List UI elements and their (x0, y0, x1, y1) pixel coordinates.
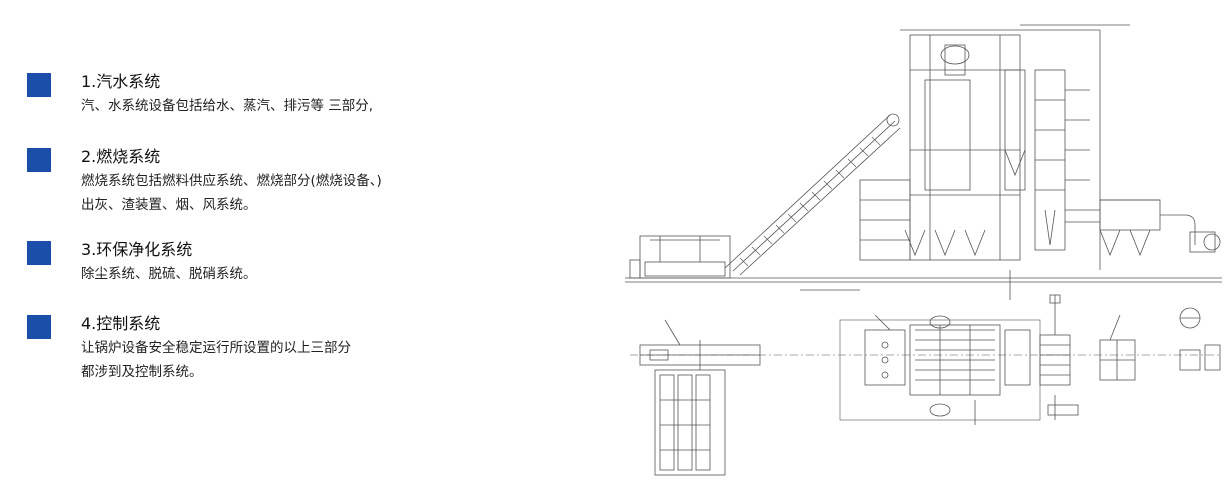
plan-view (630, 294, 1222, 476)
list-item-text: 2.燃烧系统 燃烧系统包括燃料供应系统、燃烧部分(燃烧设备、) 出灰、渣装置、烟… (81, 145, 382, 217)
item-desc-line: 汽、水系统设备包括给水、蒸汽、排污等 三部分, (81, 98, 374, 114)
item-title: 1.汽水系统 (81, 72, 161, 91)
item-desc-line: 燃烧系统包括燃料供应系统、燃烧部分(燃烧设备、) (81, 173, 382, 189)
list-item-text: 3.环保净化系统 除尘系统、脱硫、脱硝系统。 (81, 238, 257, 286)
list-item-text: 4.控制系统 让锅炉设备安全稳定运行所设置的以上三部分 都涉到及控制系统。 (81, 312, 351, 384)
list-item-text: 1.汽水系统 汽、水系统设备包括给水、蒸汽、排污等 三部分, (81, 70, 373, 118)
item-title: 2.燃烧系统 (81, 147, 161, 166)
square-bullet-icon (27, 73, 51, 97)
item-desc-line: 除尘系统、脱硫、脱硝系统。 (81, 266, 257, 282)
item-desc-line: 都涉到及控制系统。 (81, 364, 203, 380)
square-bullet-icon (27, 315, 51, 339)
elevation-view (625, 24, 1222, 300)
item-title: 4.控制系统 (81, 314, 161, 333)
square-bullet-icon (27, 241, 51, 265)
boiler-engineering-drawing (600, 0, 1227, 500)
square-bullet-icon (27, 148, 51, 172)
item-desc-line: 让锅炉设备安全稳定运行所设置的以上三部分 (81, 340, 351, 356)
item-title: 3.环保净化系统 (81, 240, 193, 259)
item-desc-line: 出灰、渣装置、烟、风系统。 (81, 197, 257, 213)
